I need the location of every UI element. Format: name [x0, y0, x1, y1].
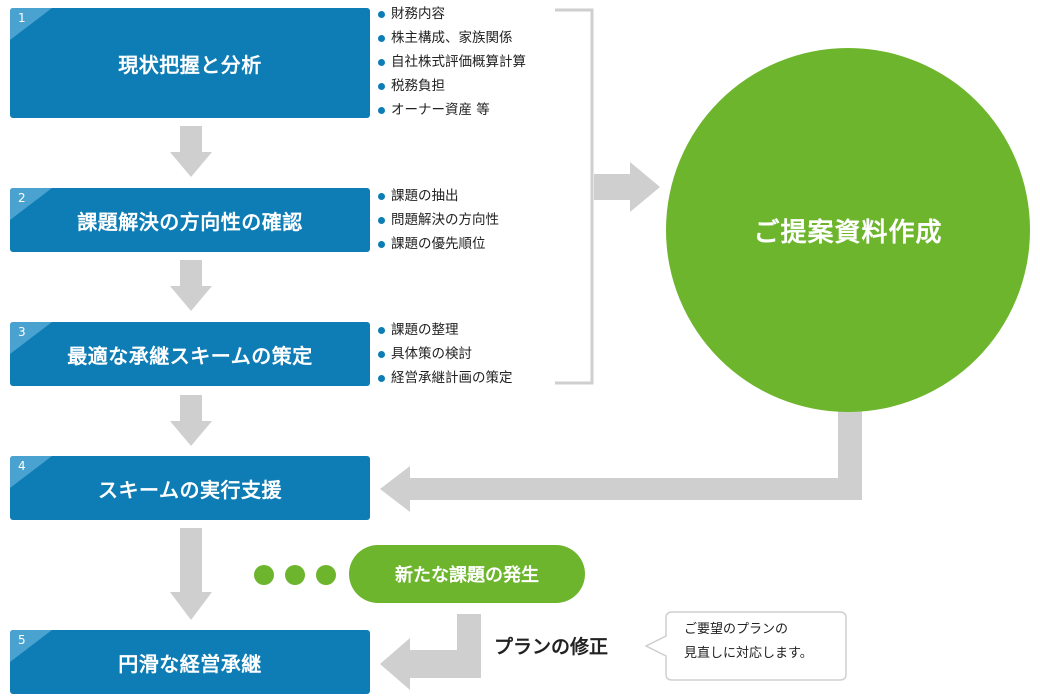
- note-text: ご要望のプランの 見直しに対応します。: [684, 618, 813, 666]
- detail-item: 課題の優先順位: [378, 232, 499, 256]
- step-1-box: 1 現状把握と分析: [10, 8, 370, 118]
- detail-item: 税務負担: [378, 74, 526, 98]
- detail-item: 具体策の検討: [378, 342, 513, 366]
- step-number: 5: [18, 633, 26, 647]
- step-title: スキームの実行支援: [98, 477, 282, 502]
- detail-item: 株主構成、家族関係: [378, 26, 526, 50]
- step-number: 1: [18, 11, 26, 25]
- corner-marker: [10, 456, 52, 488]
- note-line: ご要望のプランの: [684, 622, 789, 637]
- step-title: 円滑な経営承継: [118, 651, 262, 676]
- detail-item: 自社株式評価概算計算: [378, 50, 526, 74]
- step-title: 現状把握と分析: [118, 52, 262, 77]
- return-arrow-to-step5: [380, 614, 481, 690]
- down-arrow-2-3: [170, 260, 212, 311]
- step-2-box: 2 課題解決の方向性の確認: [10, 188, 370, 252]
- down-arrow-1-2: [170, 126, 212, 177]
- step-3-box: 3 最適な承継スキームの策定: [10, 322, 370, 386]
- step-3-details: 課題の整理 具体策の検討 経営承継計画の策定: [378, 318, 513, 390]
- down-arrow-3-4: [170, 395, 212, 446]
- new-issue-label: 新たな課題の発生: [395, 565, 539, 586]
- step-5-box: 5 円滑な経営承継: [10, 630, 370, 694]
- detail-item: 課題の整理: [378, 318, 513, 342]
- step-number: 4: [18, 459, 26, 473]
- detail-item: 財務内容: [378, 2, 526, 26]
- corner-marker: [10, 188, 52, 220]
- note-line: 見直しに対応します。: [684, 646, 813, 661]
- new-issue-pill: 新たな課題の発生: [349, 545, 585, 603]
- corner-marker: [10, 8, 52, 40]
- detail-item: 問題解決の方向性: [378, 208, 499, 232]
- corner-marker: [10, 322, 52, 354]
- step-number: 2: [18, 191, 26, 205]
- proposal-circle: ご提案資料作成: [666, 48, 1030, 412]
- ellipsis-dot: [316, 565, 336, 585]
- step-2-details: 課題の抽出 問題解決の方向性 課題の優先順位: [378, 184, 499, 256]
- detail-item: オーナー資産 等: [378, 98, 526, 122]
- detail-item: 経営承継計画の策定: [378, 366, 513, 390]
- bullet-bracket: [555, 8, 594, 385]
- step-1-details: 財務内容 株主構成、家族関係 自社株式評価概算計算 税務負担 オーナー資産 等: [378, 2, 526, 122]
- step-title: 課題解決の方向性の確認: [77, 209, 303, 234]
- down-arrow-4-5: [170, 528, 212, 620]
- step-4-box: 4 スキームの実行支援: [10, 456, 370, 520]
- plan-fix-label: プランの修正: [494, 636, 609, 658]
- right-arrow-to-proposal: [594, 162, 660, 212]
- ellipsis-dot: [285, 565, 305, 585]
- corner-marker: [10, 630, 52, 662]
- return-arrow-to-step4: [380, 376, 862, 512]
- step-title: 最適な承継スキームの策定: [67, 343, 313, 368]
- step-number: 3: [18, 325, 26, 339]
- detail-item: 課題の抽出: [378, 184, 499, 208]
- note-bubble: [644, 611, 847, 681]
- ellipsis-dot: [254, 565, 274, 585]
- proposal-label: ご提案資料作成: [753, 217, 943, 248]
